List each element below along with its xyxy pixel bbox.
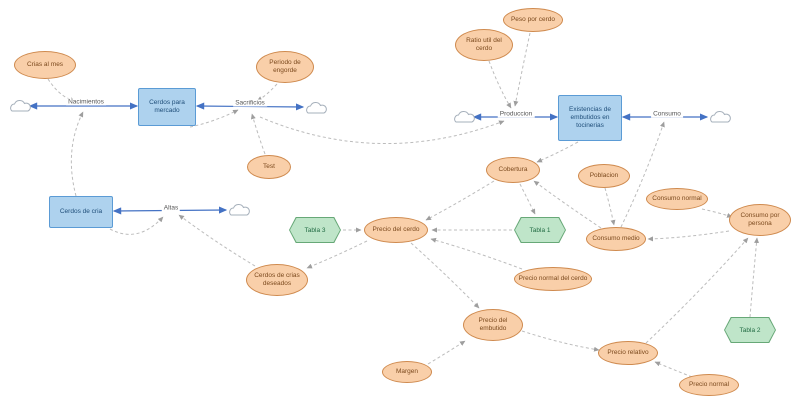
cloud-icon[interactable] bbox=[304, 100, 328, 116]
edge-precio-del-cerdo-to-precio-embutido bbox=[410, 242, 480, 309]
table-tabla-2[interactable]: Tabla 2 bbox=[724, 317, 776, 343]
edge-cerdos-mercado-to-sacrificios bbox=[189, 109, 239, 128]
table-tabla-1[interactable]: Tabla 1 bbox=[514, 217, 566, 243]
variable-consumo-medio[interactable]: Consumo medio bbox=[586, 227, 646, 251]
cloud-icon[interactable] bbox=[708, 109, 732, 125]
variable-label: Ratio util del cerdo bbox=[466, 37, 502, 52]
edge-tabla-2-to-consumo-por-persona bbox=[749, 237, 760, 318]
hexagon-fill: Tabla 1 bbox=[515, 218, 565, 242]
variable-label: Cobertura bbox=[498, 166, 528, 174]
variable-label: Periodo de engorde bbox=[269, 59, 301, 74]
variable-peso-por-cerdo[interactable]: Peso por cerdo bbox=[503, 8, 563, 32]
flow-label-nacimientos[interactable]: Nacimientos bbox=[66, 98, 106, 106]
variable-label: Consumo por persona bbox=[740, 212, 780, 227]
variable-precio-del-embutido[interactable]: Precio del embutido bbox=[463, 309, 523, 341]
edge-precio-normal-cerdo-to-precio-del-cerdo bbox=[430, 237, 523, 270]
edge-sacrificios-to-produccion bbox=[259, 116, 505, 145]
edge-poblacion-to-consumo-medio bbox=[604, 187, 616, 226]
edge-precio-del-cerdo-to-crias-deseados bbox=[306, 240, 368, 269]
cloud-icon[interactable] bbox=[227, 202, 251, 218]
stock-cerdos-de-cria[interactable]: Cerdos de cria bbox=[49, 196, 113, 228]
edge-crias-deseados-to-altas bbox=[178, 214, 256, 267]
edge-consumo-medio-to-consumo bbox=[620, 121, 665, 228]
variable-label: Cerdos de crias deseados bbox=[254, 272, 300, 287]
cloud-icon[interactable] bbox=[8, 98, 32, 114]
table-label: Tabla 2 bbox=[739, 326, 761, 334]
variable-label: Poblacion bbox=[589, 172, 619, 180]
edge-cerdos-de-cria-to-altas bbox=[109, 216, 164, 235]
edge-precio-normal-to-precio-relativo bbox=[654, 361, 693, 378]
variable-label: Peso por cerdo bbox=[510, 16, 556, 24]
variable-label: Consumo medio bbox=[592, 235, 640, 243]
edge-precio-relativo-to-consumo-por-persona bbox=[645, 237, 749, 344]
stock-label: Cerdos de cria bbox=[59, 208, 103, 216]
variable-margen[interactable]: Margen bbox=[382, 361, 432, 383]
edge-cerdos-de-cria-to-nacimientos bbox=[70, 111, 84, 197]
variable-cerdos-de-crias-deseados[interactable]: Cerdos de crias deseados bbox=[246, 264, 308, 296]
stock-label: Existencias de embutidos en tocinerias bbox=[569, 106, 611, 129]
edge-periodo-engorde-to-sacrificios bbox=[256, 83, 278, 102]
variable-precio-normal-del-cerdo[interactable]: Precio normal del cerdo bbox=[514, 267, 592, 291]
variable-poblacion[interactable]: Poblacion bbox=[578, 164, 630, 188]
variable-label: Precio normal bbox=[688, 381, 730, 389]
edge-ratio-util-to-produccion bbox=[488, 60, 512, 109]
edge-cobertura-to-precio-del-cerdo bbox=[425, 180, 495, 221]
stock-cerdos-para-mercado[interactable]: Cerdos para mercado bbox=[138, 88, 196, 126]
variable-consumo-por-persona[interactable]: Consumo por persona bbox=[729, 204, 791, 236]
hexagon-fill: Tabla 2 bbox=[725, 318, 775, 342]
table-tabla-3[interactable]: Tabla 3 bbox=[289, 217, 341, 243]
variable-label: Precio del embutido bbox=[478, 317, 508, 332]
variable-test[interactable]: Test bbox=[247, 155, 291, 179]
variable-precio-relativo[interactable]: Precio relativo bbox=[598, 341, 658, 365]
variable-label: Precio relativo bbox=[607, 349, 649, 357]
edge-consumo-normal-to-consumo-por-persona bbox=[701, 208, 733, 218]
hexagon-fill: Tabla 3 bbox=[290, 218, 340, 242]
variable-label: Test bbox=[263, 163, 275, 171]
table-label: Tabla 1 bbox=[529, 226, 551, 234]
variable-label: Precio normal del cerdo bbox=[518, 275, 588, 283]
edge-crias-al-mes-to-nacimientos bbox=[47, 78, 77, 103]
variable-precio-normal[interactable]: Precio normal bbox=[679, 374, 739, 396]
variable-periodo-de-engorde[interactable]: Periodo de engorde bbox=[256, 51, 314, 83]
flow-label-altas[interactable]: Altas bbox=[161, 204, 181, 212]
variable-ratio-util-del-cerdo[interactable]: Ratio util del cerdo bbox=[455, 29, 513, 61]
stock-label: Cerdos para mercado bbox=[149, 99, 185, 114]
edge-precio-embutido-to-precio-relativo bbox=[521, 330, 600, 352]
edge-peso-por-cerdo-to-produccion bbox=[513, 32, 531, 107]
edge-cobertura-to-tabla-1 bbox=[519, 183, 536, 215]
flow-label-sacrificios[interactable]: Sacrificios bbox=[233, 99, 267, 107]
variable-label: Precio del cerdo bbox=[372, 226, 420, 234]
stock-existencias-embutidos[interactable]: Existencias de embutidos en tocinerias bbox=[558, 95, 622, 141]
edge-margen-to-precio-embutido bbox=[427, 340, 466, 365]
variable-label: Consumo normal bbox=[652, 195, 702, 203]
flow-label-produccion[interactable]: Produccion bbox=[497, 110, 535, 118]
edge-existencias-to-cobertura bbox=[536, 141, 579, 163]
variable-cobertura[interactable]: Cobertura bbox=[486, 157, 540, 183]
variable-label: Margen bbox=[395, 368, 419, 376]
edge-test-to-sacrificios bbox=[250, 113, 266, 155]
edge-consumo-por-persona-to-consumo-medio bbox=[647, 230, 730, 242]
table-label: Tabla 3 bbox=[304, 226, 326, 234]
flow-line-sacrificios bbox=[195, 102, 305, 111]
variable-label: Crias al mes bbox=[26, 61, 64, 69]
variable-crias-al-mes[interactable]: Crias al mes bbox=[14, 51, 76, 79]
variable-precio-del-cerdo[interactable]: Precio del cerdo bbox=[364, 217, 428, 243]
flow-label-consumo[interactable]: Consumo bbox=[651, 110, 683, 118]
cloud-icon[interactable] bbox=[452, 109, 476, 125]
variable-consumo-normal[interactable]: Consumo normal bbox=[646, 188, 708, 210]
